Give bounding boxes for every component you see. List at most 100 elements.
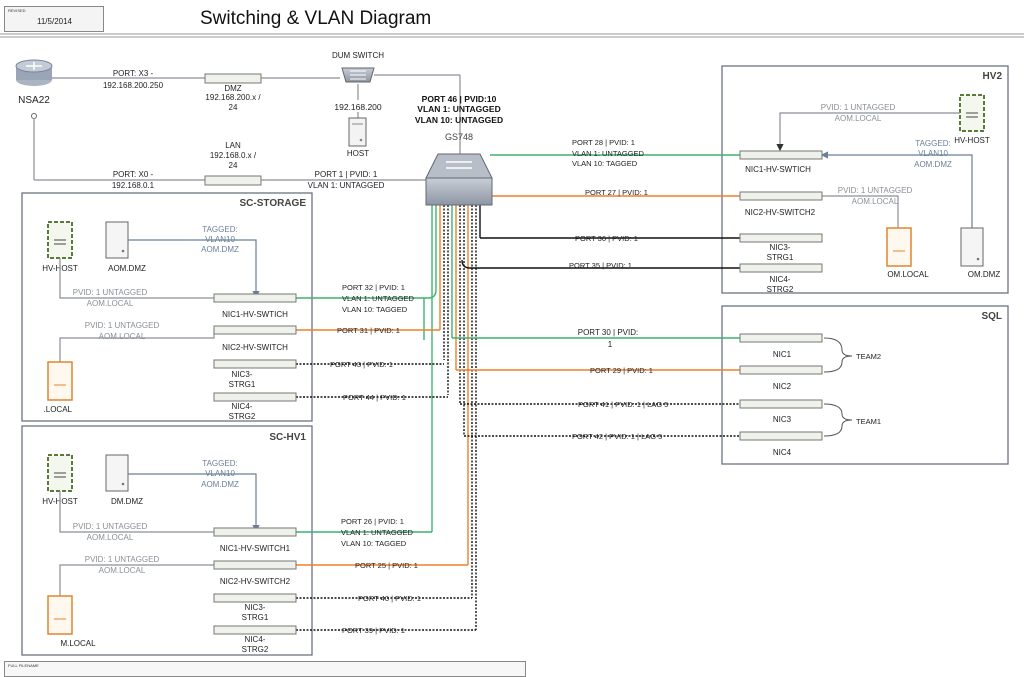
sc-hv1-tagged-1: VLAN10 — [205, 469, 235, 478]
port35-label: PORT 35 | PVID: 1 — [569, 261, 632, 270]
sc-storage-nic3-label-1: STRG1 — [229, 380, 256, 389]
sc-hv1-nic2-label: NIC2-HV-SWITCH2 — [220, 577, 291, 586]
port32-label-0: PORT 32 | PVID: 1 — [342, 283, 405, 292]
dmz-bar — [204, 73, 262, 84]
host-label: HOST — [347, 149, 369, 158]
sc-storage-pvid-b-0: PVID: 1 UNTAGGED — [85, 321, 160, 330]
revised-date: 11/5/2014 — [37, 17, 72, 26]
lan-bar — [204, 175, 262, 186]
hv2-aom-local-label: OM.LOCAL — [887, 270, 929, 279]
team2-brace — [823, 337, 853, 373]
sql-nic4-label: NIC4 — [773, 448, 792, 457]
sc-storage-aom-dmz-label: AOM.DMZ — [108, 264, 146, 273]
router — [15, 59, 53, 119]
dmz-label-1: 192.168.200.x / — [205, 93, 261, 102]
dum-switch-label: DUM SWITCH — [332, 51, 384, 60]
lan-label-0: LAN — [225, 141, 241, 150]
port42-label: PORT 42 | PVID: 1 | LAG 5 — [572, 432, 662, 441]
port1-label-1: VLAN 1: UNTAGGED — [308, 181, 385, 190]
sql-box — [721, 305, 1009, 465]
revised-label: REVISED — [8, 8, 26, 13]
sc-hv1-nic3-label-0: NIC3- — [245, 603, 266, 612]
sc-hv1-nic1 — [213, 527, 297, 537]
team2-label: TEAM2 — [856, 352, 881, 361]
team1-label: TEAM1 — [856, 417, 881, 426]
hv2-pvid-a-0: PVID: 1 UNTAGGED — [821, 103, 896, 112]
sql-nic3-label: NIC3 — [773, 415, 792, 424]
port26-label-1: VLAN 1: UNTAGGED — [341, 528, 414, 537]
port26-label-0: PORT 26 | PVID: 1 — [341, 517, 404, 526]
port44-label: PORT 44 | PVID: 1 — [343, 393, 406, 402]
hv2-nic3-label-0: NIC3- — [770, 243, 791, 252]
hv2-om-dmz-label: OM.DMZ — [968, 270, 1001, 279]
port25-label: PORT 25 | PVID: 1 — [355, 561, 418, 570]
port1-label-0: PORT 1 | PVID: 1 — [315, 170, 378, 179]
router-label: NSA22 — [18, 95, 50, 106]
hv2-nic3 — [739, 233, 823, 243]
sc-hv1-hv-host-icon — [47, 454, 73, 492]
port29-label: PORT 29 | PVID: 1 — [590, 366, 653, 375]
port30-label-0: PORT 30 | PVID: — [578, 328, 638, 337]
port39-label: PORT 39 | PVID: 1 — [342, 626, 405, 635]
sql-nic4 — [739, 431, 823, 441]
hv2-pvid-a-1: AOM.LOCAL — [835, 114, 882, 123]
hv2-title: HV2 — [983, 71, 1003, 82]
hv2-nic1-label: NIC1-HV-SWTICH — [745, 165, 811, 174]
sc-storage-local-icon — [47, 361, 73, 401]
sc-storage-tagged-2: AOM.DMZ — [201, 245, 239, 254]
hv2-nic2 — [739, 191, 823, 201]
sc-hv1-title: SC-HV1 — [269, 432, 306, 443]
sc-storage-nic1 — [213, 293, 297, 303]
sc-hv1-local-icon — [47, 595, 73, 635]
sc-hv1-nic2 — [213, 560, 297, 570]
hv2-nic3-label-1: STRG1 — [767, 253, 794, 262]
sc-hv1-nic3-label-1: STRG1 — [242, 613, 269, 622]
hv2-hv-host-icon — [959, 94, 985, 132]
hv2-om-dmz-icon — [960, 227, 984, 267]
hv2-pvid-b-1: AOM.LOCAL — [852, 197, 899, 206]
sc-hv1-pvid-a-1: AOM.LOCAL — [87, 533, 134, 542]
sc-hv1-dm-dmz-icon — [105, 454, 129, 492]
sql-nic1-label: NIC1 — [773, 350, 792, 359]
hv2-hv-host-label: HV-HOST — [954, 136, 990, 145]
sc-storage-nic4 — [213, 392, 297, 402]
port41-label: PORT 41 | PVID: 1 | LAG 5 — [578, 400, 668, 409]
sc-hv1-pvid-b-0: PVID: 1 UNTAGGED — [85, 555, 160, 564]
port27-label: PORT 27 | PVID: 1 — [585, 188, 648, 197]
sc-hv1-box — [21, 425, 313, 656]
page-title: Switching & VLAN Diagram — [200, 8, 432, 29]
port40-label: PORT 40 | PVID: 1 — [358, 594, 421, 603]
gs748-label: GS748 — [445, 132, 473, 142]
sc-hv1-local-label: M.LOCAL — [60, 639, 96, 648]
sc-hv1-dm-dmz-label: DM.DMZ — [111, 497, 143, 506]
sc-storage-nic1-label: NIC1-HV-SWTICH — [222, 310, 288, 319]
sc-storage-pvid-b-1: AOM.LOCAL — [99, 332, 146, 341]
revised-box: REVISED 11/5/2014 — [4, 6, 104, 32]
sc-storage-nic4-label-0: NIC4- — [232, 402, 253, 411]
port32-label-1: VLAN 1: UNTAGGED — [342, 294, 415, 303]
sc-storage-tagged-1: VLAN10 — [205, 235, 235, 244]
dmz-label-2: 24 — [229, 103, 238, 112]
hv2-nic4-label-1: STRG2 — [767, 285, 794, 294]
hv2-nic2-label: NIC2-HV-SWITCH2 — [745, 208, 816, 217]
router-port-x0: PORT: X0 - — [113, 170, 154, 179]
sc-hv1-pvid-b-1: AOM.LOCAL — [99, 566, 146, 575]
sc-storage-nic2 — [213, 325, 297, 335]
sc-storage-tagged-0: TAGGED: — [202, 225, 237, 234]
hv2-pvid-b-0: PVID: 1 UNTAGGED — [838, 186, 913, 195]
dmz-label-0: DMZ — [224, 84, 241, 93]
team1-brace — [823, 403, 853, 437]
hv2-tagged-0: TAGGED: — [915, 139, 950, 148]
port31-label: PORT 31 | PVID: 1 — [337, 326, 400, 335]
sc-storage-links — [296, 289, 476, 631]
lan-label-1: 192.168.0.x / — [210, 151, 257, 160]
port28-label-0: PORT 28 | PVID: 1 — [572, 138, 635, 147]
dum-switch-icon — [341, 67, 375, 83]
sql-title: SQL — [981, 311, 1002, 322]
sc-storage-hv-host-icon — [47, 221, 73, 259]
sc-storage-nic2-label: NIC2-HV-SWITCH — [222, 343, 288, 352]
hv2-box — [721, 65, 1009, 294]
port32-label-2: VLAN 10: TAGGED — [342, 305, 408, 314]
sql-nic2 — [739, 365, 823, 375]
sc-storage-pvid-a-1: AOM.LOCAL — [87, 299, 134, 308]
